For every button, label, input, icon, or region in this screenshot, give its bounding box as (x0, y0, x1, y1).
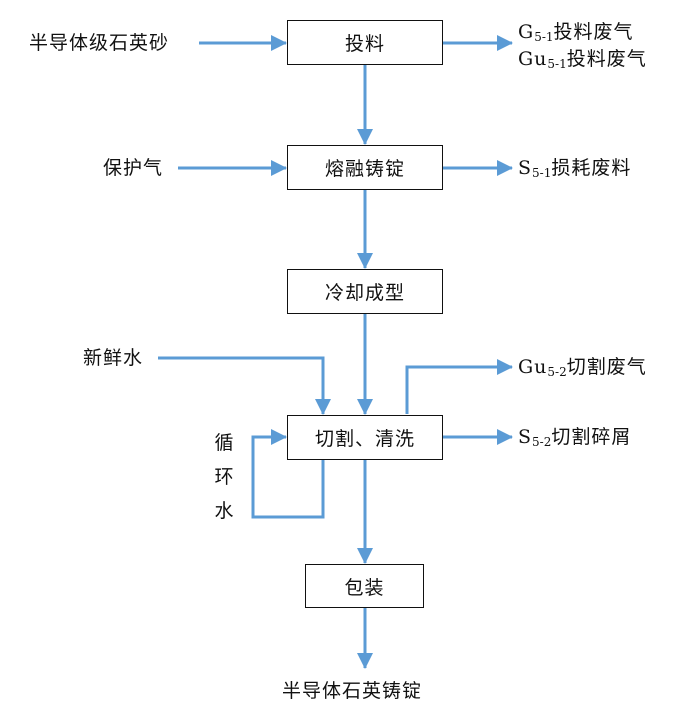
output-sub: 5-1 (532, 166, 552, 180)
arrow-recycled-water-loop (251, 429, 325, 519)
output-code: Gu (518, 48, 548, 70)
arrow-freshwater-to-cutting (158, 356, 331, 415)
step-feeding: 投料 (287, 20, 443, 65)
output-cutting-debris: S5-2切割碎屑 (518, 426, 631, 453)
recycled-water-char-1: 循 (214, 432, 234, 454)
step-cutting: 切割、清洗 (287, 415, 443, 460)
input-recycled-water: 循 环 水 (212, 426, 236, 528)
step-cooling: 冷却成型 (287, 269, 443, 314)
input-protective-gas: 保护气 (103, 157, 164, 179)
step-feeding-label: 投料 (344, 33, 385, 55)
output-product: 半导体石英铸锭 (282, 680, 423, 702)
output-cutting-gas: Gu5-2切割废气 (518, 356, 647, 383)
output-sub: 5-2 (532, 435, 552, 449)
step-packaging: 包装 (305, 564, 424, 608)
output-text: 损耗废料 (551, 157, 632, 179)
input-raw-material: 半导体级石英砂 (29, 32, 170, 54)
output-code: G (518, 21, 535, 43)
output-code: S (518, 157, 533, 179)
output-code: Gu (518, 356, 548, 378)
recycled-water-char-3: 水 (214, 500, 234, 522)
output-text: 投料废气 (553, 21, 634, 43)
arrow-cutting-to-gas (405, 359, 513, 414)
step-packaging-label: 包装 (344, 576, 385, 599)
step-melting: 熔融铸锭 (287, 145, 443, 190)
output-sub: 5-1 (547, 57, 567, 71)
output-feeding-gas-gu: Gu5-1投料废气 (518, 48, 647, 75)
output-code: S (518, 426, 533, 448)
step-cooling-label: 冷却成型 (324, 282, 405, 304)
output-text: 切割碎屑 (551, 426, 632, 448)
output-feeding-gas-g: G5-1投料废气 (518, 21, 634, 48)
output-sub: 5-2 (547, 365, 567, 379)
output-sub: 5-1 (534, 30, 554, 44)
step-melting-label: 熔融铸锭 (324, 158, 405, 180)
input-fresh-water: 新鲜水 (83, 347, 144, 369)
output-text: 投料废气 (566, 48, 647, 70)
step-cutting-label: 切割、清洗 (314, 428, 415, 450)
output-text: 切割废气 (566, 356, 647, 378)
output-melting-waste: S5-1损耗废料 (518, 157, 631, 184)
recycled-water-char-2: 环 (214, 466, 234, 488)
